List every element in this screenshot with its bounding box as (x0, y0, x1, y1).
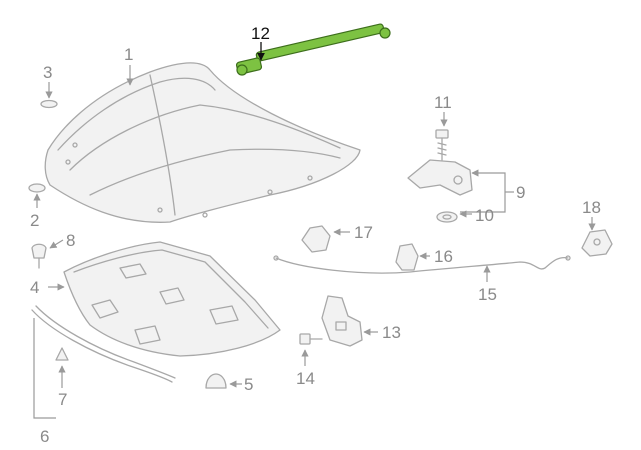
callout-1: 1 (124, 45, 133, 64)
callout-16: 16 (434, 247, 453, 266)
callout-10: 10 (475, 206, 494, 225)
hood-plug-part[interactable] (40, 99, 58, 109)
hood-latch-part[interactable] (321, 295, 363, 347)
callout-15: 15 (478, 285, 497, 304)
hood-part[interactable] (44, 62, 361, 223)
hood-hinge-part[interactable] (407, 159, 473, 196)
callout-3: 3 (43, 63, 52, 82)
hood-seal-part[interactable] (31, 305, 176, 383)
callout-4: 4 (30, 278, 39, 297)
latch-bolt-part[interactable] (299, 333, 323, 345)
callout-13: 13 (382, 323, 401, 342)
hinge-washer-part[interactable] (436, 211, 458, 223)
callout-5: 5 (244, 375, 253, 394)
callout-18: 18 (582, 198, 601, 217)
callout-2: 2 (30, 211, 39, 230)
callout-17: 17 (354, 223, 373, 242)
release-cable-clip-part[interactable] (301, 225, 331, 253)
callout-11: 11 (434, 93, 452, 112)
callout-6: 6 (40, 427, 49, 446)
seal-clip-part[interactable] (55, 347, 69, 361)
callout-14: 14 (296, 369, 315, 388)
hood-lock-striker-part[interactable] (581, 229, 613, 257)
release-cable-part[interactable] (273, 255, 571, 274)
bracket-6-7 (33, 318, 56, 419)
hood-bumper-part[interactable] (205, 373, 227, 389)
hinge-bolt-part[interactable] (435, 129, 449, 161)
callout-9: 9 (516, 183, 525, 202)
hood-insulator-part[interactable] (63, 241, 281, 357)
hood-support-strut-part[interactable] (235, 23, 391, 76)
callout-8: 8 (66, 231, 75, 250)
leader-line-8 (49, 239, 64, 249)
callout-12: 12 (251, 24, 270, 43)
hood-cushion-part[interactable] (28, 183, 46, 193)
insulator-clip-part[interactable] (31, 243, 47, 269)
release-handle-part[interactable] (395, 243, 419, 271)
callout-7: 7 (58, 390, 67, 409)
